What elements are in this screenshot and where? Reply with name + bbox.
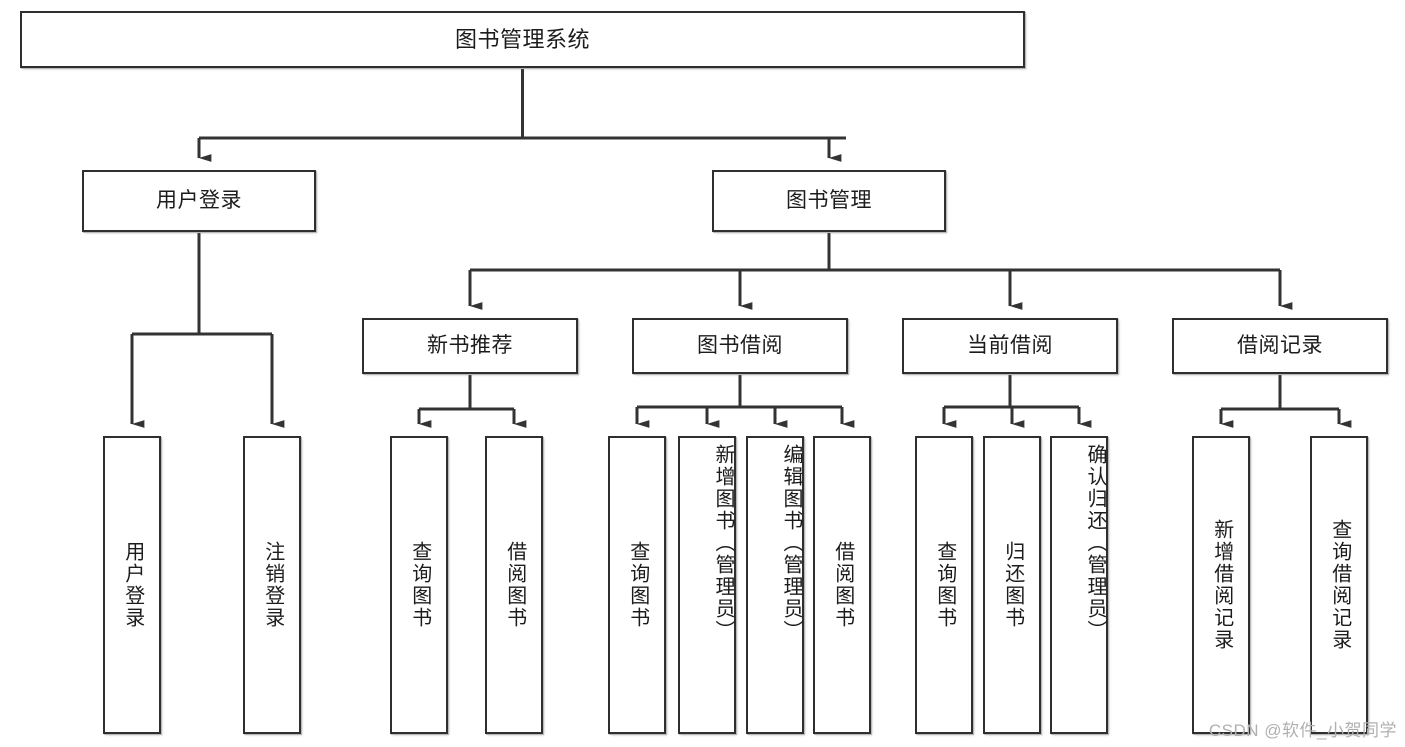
node-label: 图书管理	[786, 188, 872, 212]
node-label: 借阅图书	[831, 541, 854, 629]
node-user-login[interactable]: 用户登录	[82, 170, 316, 232]
node-label: 当前借阅	[967, 333, 1053, 357]
node-label: 新增图书（管理员）	[712, 444, 734, 642]
node-borrow-record[interactable]: 借阅记录	[1172, 318, 1388, 374]
node-label: 新增借阅记录	[1210, 519, 1233, 651]
leaf-edit-book-admin[interactable]: 编辑图书（管理员）	[746, 436, 804, 734]
node-root-system[interactable]: 图书管理系统	[20, 11, 1025, 68]
node-label: 借阅记录	[1237, 333, 1323, 357]
leaf-confirm-return-admin[interactable]: 确认归还（管理员）	[1050, 436, 1108, 734]
leaf-logout[interactable]: 注销登录	[243, 436, 301, 734]
leaf-user-login[interactable]: 用户登录	[103, 436, 161, 734]
node-label: 查询图书	[933, 541, 956, 629]
leaf-return-book[interactable]: 归还图书	[983, 436, 1041, 734]
leaf-query-book-borrow[interactable]: 查询图书	[608, 436, 666, 734]
node-label: 图书管理系统	[454, 26, 590, 52]
node-label: 用户登录	[121, 541, 144, 629]
node-label: 查询图书	[626, 541, 649, 629]
node-book-management[interactable]: 图书管理	[712, 170, 946, 232]
watermark: CSDN @软件_小贺同学	[1208, 721, 1397, 740]
node-label: 新书推荐	[427, 333, 513, 357]
node-label: 用户登录	[156, 188, 242, 212]
leaf-add-book-admin[interactable]: 新增图书（管理员）	[678, 436, 736, 734]
leaf-borrow-book[interactable]: 借阅图书	[813, 436, 871, 734]
leaf-borrow-book-new[interactable]: 借阅图书	[485, 436, 543, 734]
node-label: 查询借阅记录	[1328, 519, 1351, 651]
leaf-add-borrow-record[interactable]: 新增借阅记录	[1192, 436, 1250, 734]
leaf-query-book-current[interactable]: 查询图书	[915, 436, 973, 734]
node-label: 借阅图书	[503, 541, 526, 629]
node-label: 编辑图书（管理员）	[780, 444, 802, 642]
node-book-borrow[interactable]: 图书借阅	[632, 318, 848, 374]
node-new-book-recommend[interactable]: 新书推荐	[362, 318, 578, 374]
node-current-borrow[interactable]: 当前借阅	[902, 318, 1118, 374]
leaf-query-borrow-record[interactable]: 查询借阅记录	[1310, 436, 1368, 734]
node-label: 确认归还（管理员）	[1084, 444, 1106, 642]
leaf-query-book-new[interactable]: 查询图书	[390, 436, 448, 734]
node-label: 图书借阅	[697, 333, 783, 357]
node-label: 查询图书	[408, 541, 431, 629]
node-label: 归还图书	[1001, 541, 1024, 629]
node-label: 注销登录	[261, 541, 284, 629]
